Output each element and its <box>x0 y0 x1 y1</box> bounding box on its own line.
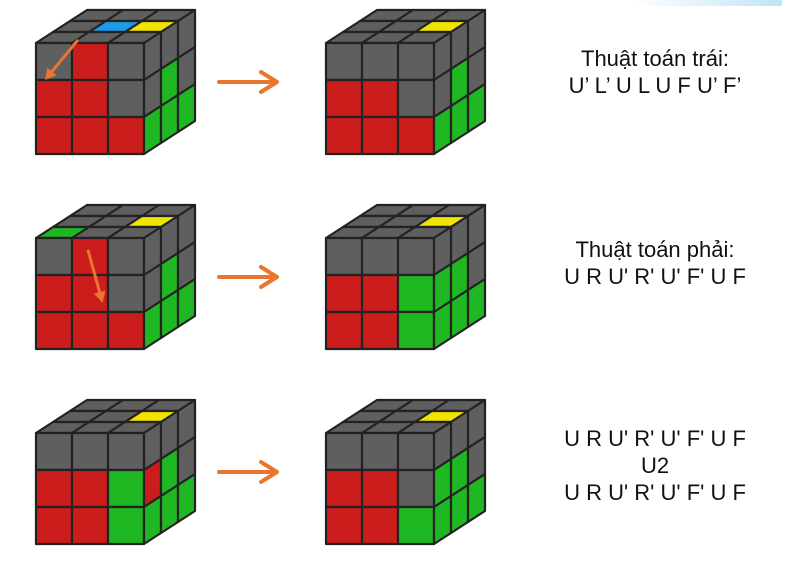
side-sticker-green <box>466 82 487 134</box>
cube-after <box>324 203 487 351</box>
front-sticker-grey <box>360 41 400 82</box>
front-sticker-red <box>70 505 110 546</box>
side-sticker-green <box>176 472 197 524</box>
front-sticker-grey <box>360 236 400 277</box>
front-sticker-grey <box>324 236 364 277</box>
algorithm-text: Thuật toán trái: U’ L’ U L U F U’ F’ <box>520 45 790 99</box>
step-row-left-algorithm: Thuật toán trái: U’ L’ U L U F U’ F’ <box>0 5 800 175</box>
front-sticker-red <box>70 468 110 509</box>
front-sticker-green <box>106 505 146 546</box>
front-sticker-grey <box>360 431 400 472</box>
transition-arrow-icon <box>217 70 279 94</box>
step-row-right-algorithm: Thuật toán phải: U R U' R' U' F' U F <box>0 200 800 370</box>
algorithm-text: U R U' R' U' F' U F U2 U R U' R' U' F' U… <box>520 425 790 506</box>
front-sticker-green <box>396 505 436 546</box>
front-sticker-red <box>360 78 400 119</box>
front-sticker-grey <box>106 236 146 277</box>
front-sticker-grey <box>34 236 74 277</box>
front-sticker-red <box>70 115 110 156</box>
front-sticker-red <box>324 78 364 119</box>
front-sticker-red <box>34 310 74 351</box>
front-sticker-red <box>360 505 400 546</box>
front-sticker-grey <box>324 41 364 82</box>
move-hint-arrow-icon <box>47 39 79 77</box>
front-sticker-red <box>70 78 110 119</box>
front-sticker-green <box>396 310 436 351</box>
front-sticker-red <box>70 310 110 351</box>
front-sticker-grey <box>396 41 436 82</box>
front-sticker-red <box>324 310 364 351</box>
front-sticker-grey <box>70 431 110 472</box>
algorithm-moves: U R U' R' U' F' U F <box>564 264 746 289</box>
front-sticker-red <box>34 468 74 509</box>
front-sticker-red <box>324 468 364 509</box>
algorithm-title: Thuật toán phải: <box>575 237 735 262</box>
front-sticker-grey <box>324 431 364 472</box>
front-sticker-green <box>106 468 146 509</box>
move-hint-arrowhead-icon <box>93 290 106 303</box>
watermark-strip <box>632 0 782 6</box>
move-hint-arrow-icon <box>86 249 103 299</box>
front-sticker-red <box>324 273 364 314</box>
front-sticker-red <box>106 310 146 351</box>
cube-before <box>34 398 197 546</box>
front-sticker-grey <box>396 78 436 119</box>
cube-before <box>34 203 197 351</box>
front-sticker-red <box>34 115 74 156</box>
algorithm-moves: U’ L’ U L U F U’ F’ <box>568 73 742 98</box>
front-sticker-red <box>360 468 400 509</box>
front-sticker-grey <box>34 431 74 472</box>
cube-after <box>324 8 487 156</box>
side-sticker-green <box>466 472 487 524</box>
front-sticker-red <box>34 78 74 119</box>
front-sticker-red <box>324 505 364 546</box>
algorithm-moves: U R U' R' U' F' U F <box>564 480 746 505</box>
cube-before <box>34 8 197 156</box>
front-sticker-red <box>34 505 74 546</box>
front-sticker-grey <box>106 41 146 82</box>
front-sticker-red <box>34 273 74 314</box>
algorithm-moves: U R U' R' U' F' U F <box>564 426 746 451</box>
cube-after <box>324 398 487 546</box>
side-sticker-green <box>466 277 487 329</box>
algorithm-title: Thuật toán trái: <box>581 46 729 71</box>
front-sticker-red <box>360 115 400 156</box>
front-sticker-grey <box>396 236 436 277</box>
move-hint-arrowhead-icon <box>45 67 57 80</box>
front-sticker-red <box>396 115 436 156</box>
front-sticker-red <box>324 115 364 156</box>
front-sticker-grey <box>106 78 146 119</box>
front-sticker-red <box>106 115 146 156</box>
step-row-double-algorithm: U R U' R' U' F' U F U2 U R U' R' U' F' U… <box>0 395 800 565</box>
algorithm-moves: U2 <box>640 453 670 478</box>
algorithm-text: Thuật toán phải: U R U' R' U' F' U F <box>520 236 790 290</box>
side-sticker-green <box>176 82 197 134</box>
front-sticker-grey <box>106 273 146 314</box>
front-sticker-red <box>360 310 400 351</box>
front-sticker-red <box>70 41 110 82</box>
front-sticker-grey <box>396 468 436 509</box>
transition-arrow-icon <box>217 265 279 289</box>
transition-arrow-icon <box>217 460 279 484</box>
side-sticker-green <box>176 277 197 329</box>
front-sticker-red <box>360 273 400 314</box>
front-sticker-grey <box>106 431 146 472</box>
front-sticker-grey <box>396 431 436 472</box>
front-sticker-green <box>396 273 436 314</box>
